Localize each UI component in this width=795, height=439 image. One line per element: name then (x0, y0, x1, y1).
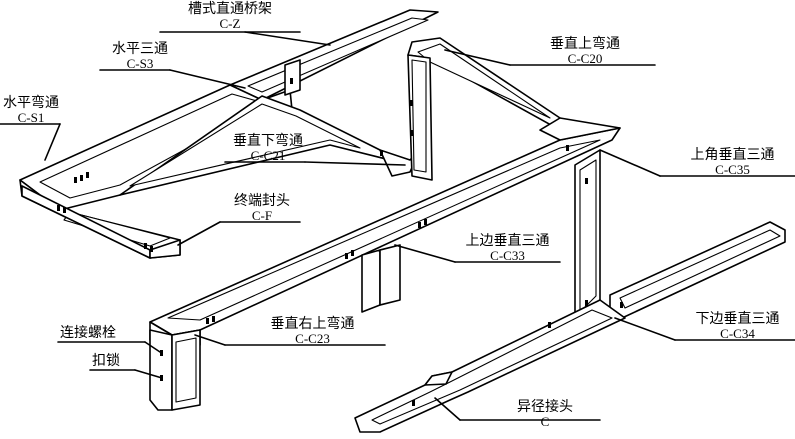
label-end-cap-code: C-F (251, 208, 273, 223)
label-end-cap: 终端封头 C-F (222, 192, 302, 224)
label-end-cap-name: 终端封头 (234, 192, 290, 208)
label-vertical-up-elbow: 垂直上弯通 C-C20 (520, 35, 650, 67)
label-vertical-right-up-elbow-code: C-C23 (295, 331, 330, 346)
label-upper-side-vertical-tee-name: 上边垂直三通 (465, 232, 550, 248)
label-reducer-name: 异径接头 (517, 398, 573, 414)
label-trough-straight: 槽式直通桥架 C-Z (165, 0, 295, 32)
bolt-marks (57, 78, 623, 406)
label-upper-corner-vertical-tee-code: C-C35 (715, 162, 750, 177)
label-vertical-down-elbow: 垂直下弯通 C-C21 (228, 132, 308, 164)
label-lower-side-vertical-tee-name: 下边垂直三通 (695, 310, 780, 326)
lower-right-tray (609, 221, 786, 319)
label-upper-side-vertical-tee: 上边垂直三通 C-C33 (455, 232, 560, 264)
label-upper-corner-vertical-tee-name: 上角垂直三通 (690, 146, 775, 162)
label-horizontal-elbow: 水平弯通 C-S1 (0, 94, 62, 126)
label-horizontal-tee-name: 水平三通 (112, 40, 168, 56)
bottom-tray-reducer (354, 299, 626, 433)
label-upper-corner-vertical-tee: 上角垂直三通 C-C35 (670, 146, 795, 178)
label-lower-side-vertical-tee: 下边垂直三通 C-C34 (680, 310, 795, 342)
vertical-up-elbow-assembly (407, 37, 621, 181)
label-horizontal-tee-code: C-S3 (126, 56, 154, 71)
label-reducer-code: C (540, 414, 550, 429)
label-vertical-down-elbow-code: C-C21 (250, 148, 286, 163)
label-trough-straight-name: 槽式直通桥架 (188, 0, 272, 16)
label-vertical-right-up-elbow-name: 垂直右上弯通 (270, 315, 355, 331)
label-buckle-lock-name: 扣锁 (92, 352, 120, 368)
label-vertical-up-elbow-code: C-C20 (567, 51, 603, 66)
label-horizontal-elbow-code: C-S1 (17, 110, 45, 125)
left-vertical-elbow (149, 329, 201, 411)
label-horizontal-tee: 水平三通 C-S3 (105, 40, 175, 72)
label-horizontal-elbow-name: 水平弯通 (3, 94, 59, 110)
leader-lines (0, 31, 795, 421)
center-vertical-tee (361, 244, 401, 313)
label-connecting-bolt-name: 连接螺栓 (60, 324, 116, 340)
label-lower-side-vertical-tee-code: C-C34 (720, 326, 755, 341)
label-vertical-up-elbow-name: 垂直上弯通 (550, 35, 620, 51)
right-vertical-drop (574, 149, 601, 321)
label-upper-side-vertical-tee-code: C-C33 (490, 248, 525, 263)
label-vertical-down-elbow-name: 垂直下弯通 (233, 132, 303, 148)
upper-tray-loop (19, 9, 439, 259)
label-connecting-bolt: 连接螺栓 (60, 324, 116, 340)
label-reducer: 异径接头 C (490, 398, 600, 430)
label-vertical-right-up-elbow: 垂直右上弯通 C-C23 (245, 315, 380, 347)
label-buckle-lock: 扣锁 (92, 352, 120, 368)
label-trough-straight-code: C-Z (219, 16, 241, 31)
